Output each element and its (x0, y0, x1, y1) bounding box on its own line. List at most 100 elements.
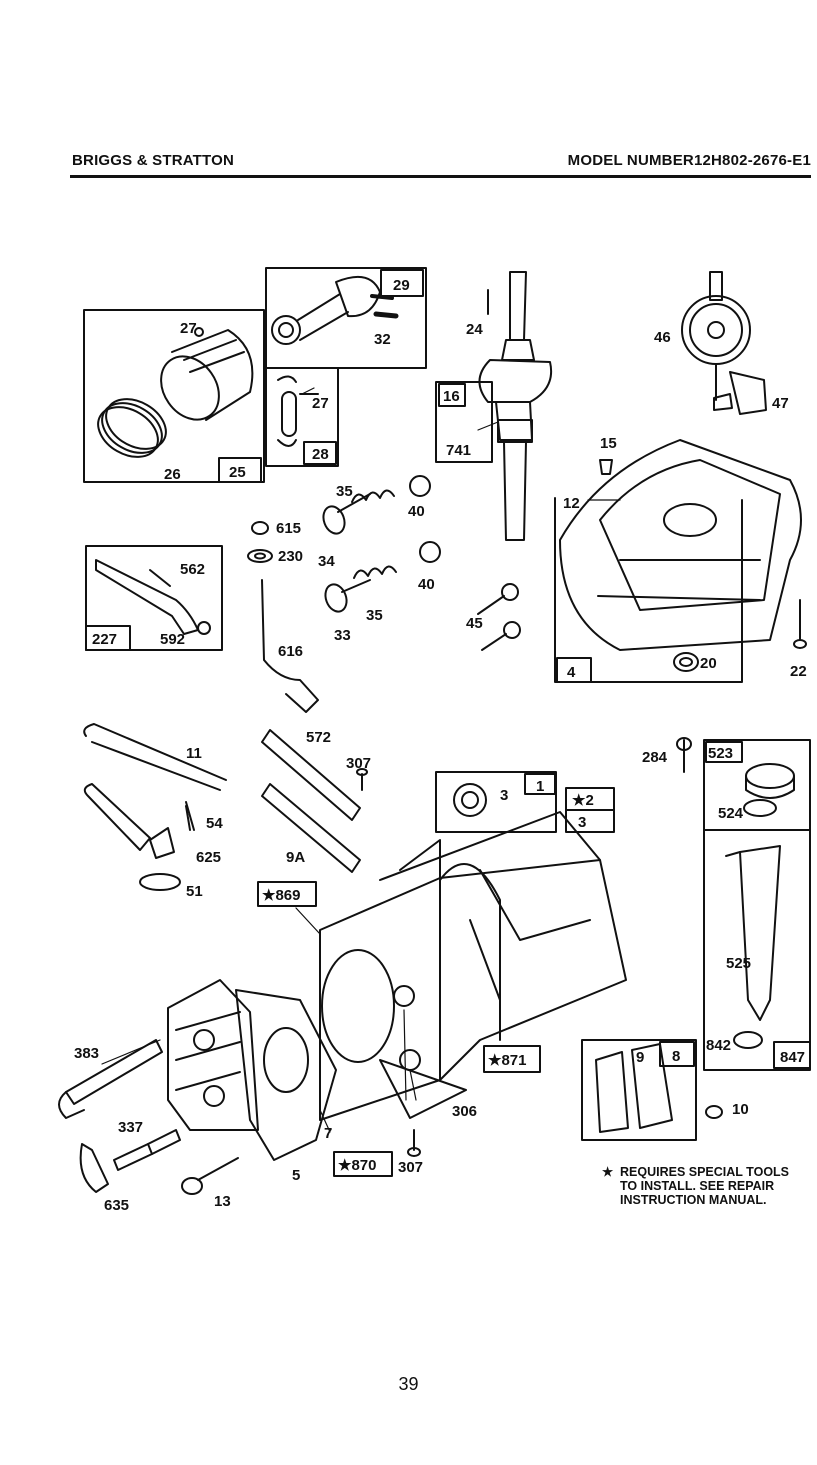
o-ring-524 (743, 799, 777, 817)
valve-seal-615 (251, 521, 269, 535)
star-icon: ★ (602, 1165, 614, 1179)
breather-tube (83, 723, 227, 791)
part-label-15: 15 (600, 435, 617, 452)
bolt-13 (181, 1157, 239, 1195)
note-line-1: REQUIRES SPECIAL TOOLS (620, 1165, 790, 1179)
oil-seal-20 (673, 652, 699, 672)
part-label-306: 306 (452, 1103, 477, 1120)
part-label-22: 22 (790, 663, 807, 680)
part-label-16: 16 (443, 388, 460, 405)
label-box-1 (524, 773, 556, 795)
part-label-741: 741 (446, 442, 471, 459)
gasket-306 (379, 1059, 467, 1119)
part-label-4: 4 (567, 664, 576, 681)
oil-fill-cap (745, 763, 795, 799)
part-label-870-number: 870 (351, 1157, 376, 1174)
part-label-27b: 27 (312, 395, 329, 412)
part-label-635: 635 (104, 1197, 129, 1214)
part-label-847: 847 (780, 1049, 805, 1066)
label-box-870 (333, 1151, 393, 1177)
brand-title: BRIGGS & STRATTON (72, 152, 235, 169)
wrist-pin-frame (265, 367, 339, 467)
gasket-9A (261, 783, 361, 873)
wrench (95, 559, 211, 635)
part-label-869-number: 869 (275, 887, 300, 904)
crankshaft-frame (435, 381, 493, 463)
crankcase-block (319, 783, 627, 1121)
page-number: 39 (398, 1374, 419, 1394)
label-box-869 (257, 881, 317, 907)
gasket-572 (261, 729, 361, 821)
part-label-525: 525 (726, 955, 751, 972)
star-870: ★ (338, 1157, 352, 1174)
washer-230 (247, 549, 273, 563)
part-label-870: ★870 (338, 1157, 376, 1174)
part-label-12: 12 (563, 495, 580, 512)
part-label-33: 33 (334, 627, 351, 644)
part-label-20: 20 (700, 655, 717, 672)
tappets (477, 583, 521, 651)
crankshaft (478, 271, 552, 541)
header-rule (70, 175, 811, 178)
star-2: ★ (572, 792, 586, 809)
part-label-227: 227 (92, 631, 117, 648)
part-label-307: 307 (346, 755, 371, 772)
part-label-13: 13 (214, 1193, 231, 1210)
screw-54 (185, 805, 191, 831)
head-gasket (235, 989, 337, 1161)
label-box-29 (380, 269, 424, 297)
piston-rings-frame (83, 309, 265, 483)
oil-sump (559, 439, 802, 651)
part-label-869: ★869 (262, 887, 300, 904)
part-label-337: 337 (118, 1119, 143, 1136)
part-label-27: 27 (180, 320, 197, 337)
spark-boot (79, 1143, 109, 1193)
part-label-47: 47 (772, 395, 789, 412)
part-label-29: 29 (393, 277, 410, 294)
part-label-7: 7 (324, 1125, 332, 1142)
part-label-9A: 9A (286, 849, 305, 866)
screw-307-b (407, 1129, 421, 1157)
part-label-35b: 35 (366, 607, 383, 624)
part-label-51: 51 (186, 883, 203, 900)
part-label-40: 40 (408, 503, 425, 520)
label-box-847 (773, 1041, 811, 1069)
dipstick-616 (261, 579, 319, 713)
part-label-8: 8 (672, 1048, 680, 1065)
note-line-3: INSTRUCTION MANUAL. (620, 1193, 767, 1207)
cam-gear (681, 271, 751, 401)
screw-307-a (356, 768, 368, 791)
special-tools-note: ★ REQUIRES SPECIAL TOOLS TO INSTALL. SEE… (602, 1165, 789, 1207)
part-label-524: 524 (718, 805, 744, 822)
leader-lines (101, 387, 621, 1133)
breather-frame (581, 1039, 697, 1141)
part-label-45: 45 (466, 615, 483, 632)
label-box-871 (483, 1045, 541, 1073)
part-label-34: 34 (318, 553, 335, 570)
o-ring-842 (733, 1031, 763, 1049)
part-label-572: 572 (306, 729, 331, 746)
part-label-230: 230 (278, 548, 303, 565)
part-label-592: 592 (160, 631, 185, 648)
part-label-26: 26 (164, 466, 181, 483)
part-label-842: 842 (706, 1037, 731, 1054)
part-label-10: 10 (732, 1101, 749, 1118)
part-label-871-number: 871 (501, 1052, 526, 1069)
note-line-2: TO INSTALL. SEE REPAIR (620, 1179, 775, 1193)
part-label-871: ★871 (488, 1052, 526, 1069)
part-label-25: 25 (229, 464, 246, 481)
part-label-3b: 3 (578, 814, 586, 831)
part-label-562: 562 (180, 561, 205, 578)
model-number: MODEL NUMBER12H802-2676-E1 (567, 152, 811, 169)
valves-springs (322, 475, 441, 613)
part-label-284: 284 (642, 749, 668, 766)
breather-assembly (595, 1043, 673, 1133)
label-box-25 (218, 457, 262, 483)
part-label-46: 46 (654, 329, 671, 346)
part-label-307b: 307 (398, 1159, 423, 1176)
part-label-383: 383 (74, 1045, 99, 1062)
part-label-54: 54 (206, 815, 223, 832)
governor (713, 371, 767, 415)
connecting-rod-frame (265, 267, 427, 369)
